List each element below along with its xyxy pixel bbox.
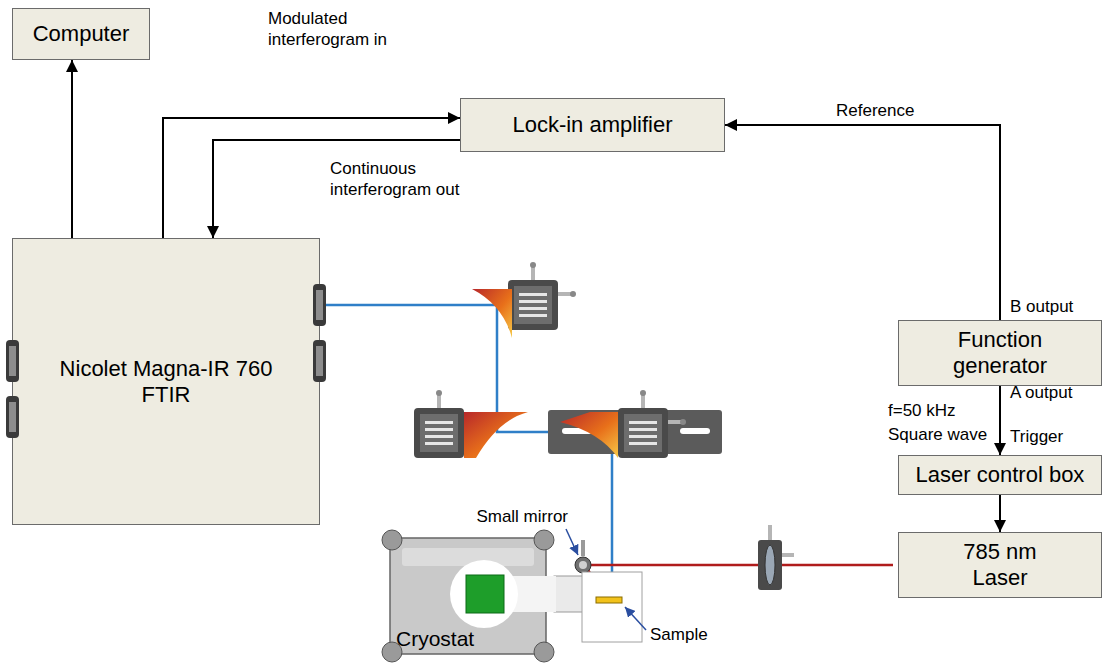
connector-label: Continuous interferogram out [330,158,470,200]
node-label: Function generator [935,327,1065,379]
node-label: 785 nm Laser [953,539,1048,591]
signal-connector [999,495,1001,532]
rail-mirror [548,390,722,458]
leader-line [566,529,578,555]
signal-connector [999,386,1001,455]
node-label: Computer [33,21,130,47]
annotation-label: Sample [650,624,708,645]
ftir-box: Nicolet Magna-IR 760 FTIR [12,238,320,525]
laser-box: 785 nm Laser [898,532,1102,598]
small-mirror [575,540,591,573]
node-label: Laser control box [916,462,1085,488]
parabolic-mirror [472,262,576,338]
annotation-label: A output [1010,382,1072,403]
connector-label: Reference [836,100,956,121]
annotation-label: f=50 kHz [888,400,956,421]
annotation-label: Trigger [1010,426,1063,447]
instrument-box: Lock-in amplifier [460,98,725,152]
annotation-label: Small mirror [460,506,568,527]
annotation-label: Square wave [888,424,987,445]
cryostat: Cryostat [380,528,556,664]
node-label: Nicolet Magna-IR 760 FTIR [49,356,284,408]
annotation-label: B output [1010,296,1073,317]
cryostat-tube [554,576,584,612]
sample [596,597,622,603]
connector-label: Modulated interferogram in [268,8,408,50]
lens [758,525,794,590]
node-label: Cryostat [396,626,474,652]
signal-connector [725,125,1000,320]
signal-connector [71,60,73,238]
computer-box: Computer [12,8,150,60]
parabolic-mirror [414,390,528,458]
node-label: Lock-in amplifier [512,112,672,138]
controller-box: Laser control box [898,455,1102,495]
generator-box: Function generator [898,320,1102,386]
sample-housing [582,572,642,642]
leader-line [625,607,646,630]
